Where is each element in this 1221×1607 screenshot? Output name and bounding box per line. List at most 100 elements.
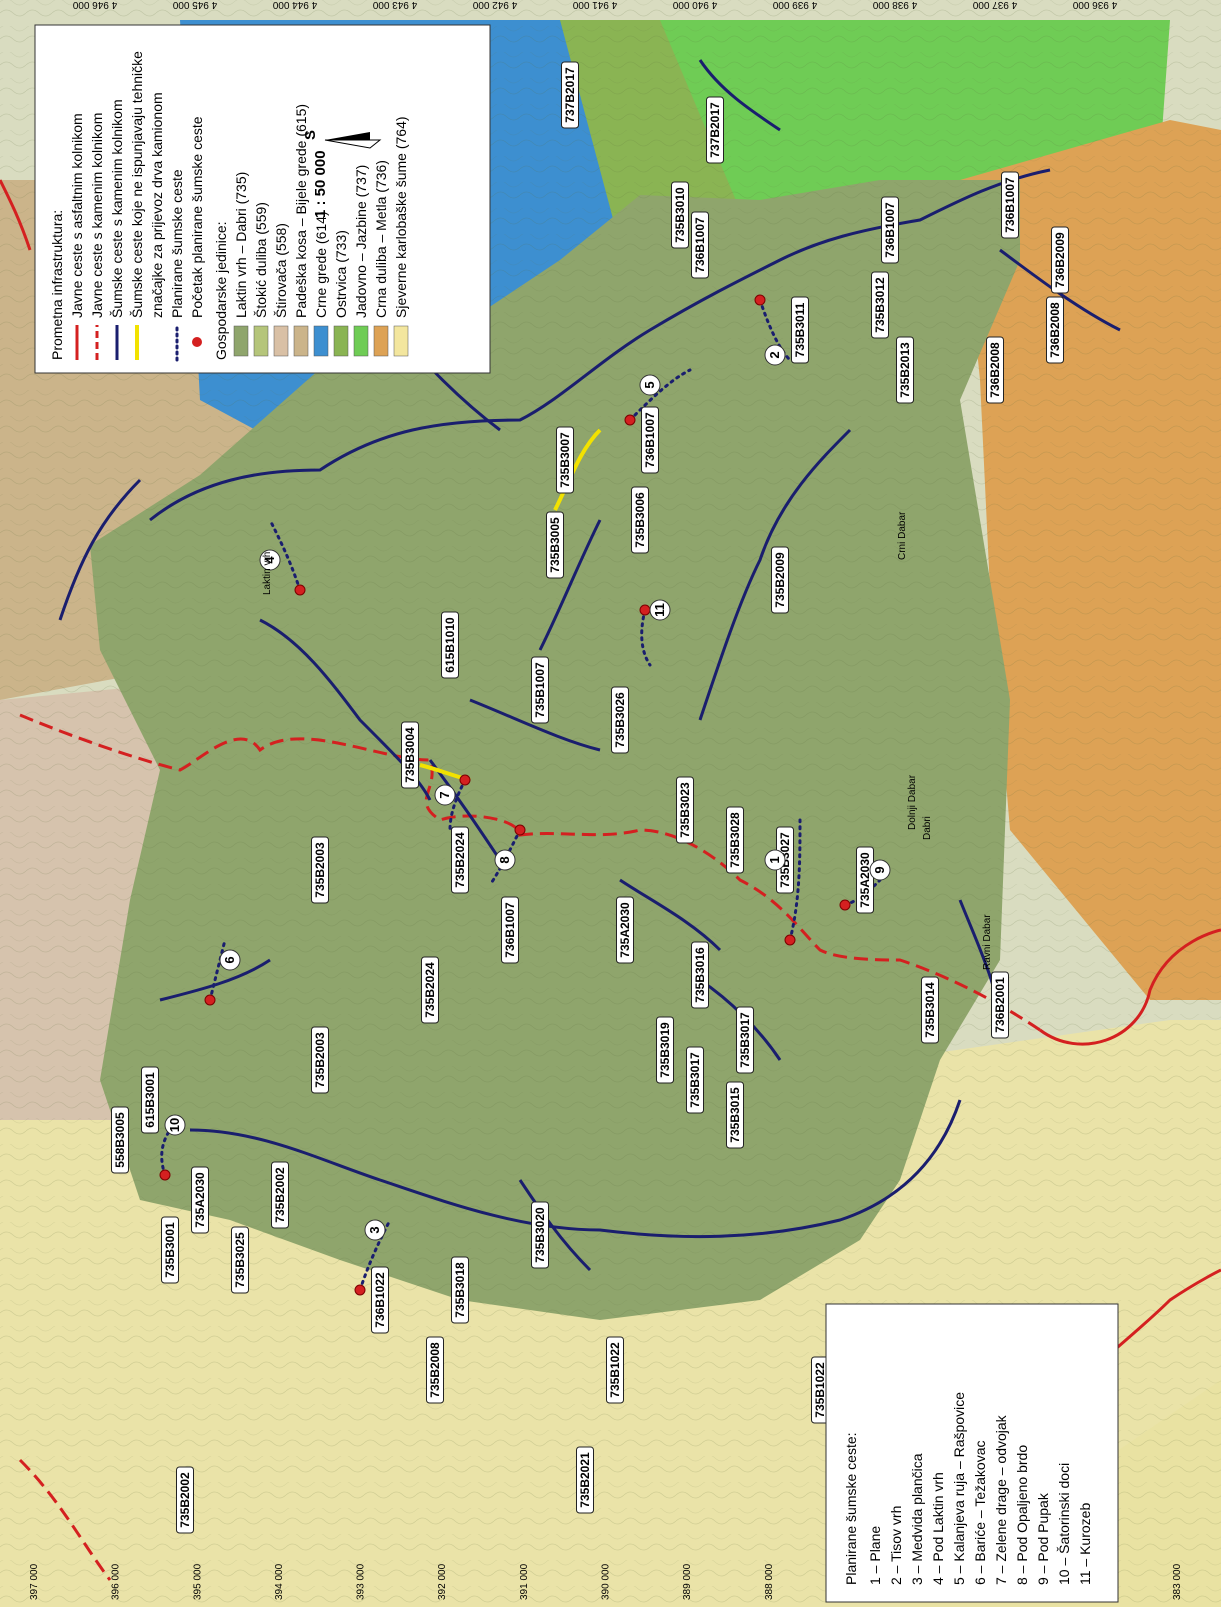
place-name: Crni Dabar [897, 511, 908, 560]
planned-road-2 [758, 298, 792, 362]
road-label-box [111, 1106, 129, 1174]
start-point-3 [354, 1284, 366, 1296]
planned-number-text: 4 [262, 556, 277, 564]
road-label-box [546, 511, 564, 579]
place-name: Dolnji Dabar [907, 774, 918, 830]
road-label-box [726, 1081, 744, 1149]
legend-unit-swatch [233, 325, 249, 357]
road-label: 735B3017 [686, 1046, 704, 1114]
road-label-text: 735B2021 [578, 1452, 592, 1508]
legend-unit-item: Štirovača (558) [273, 223, 289, 357]
forest-road-3017 [619, 878, 722, 952]
legend-unit-label: Padeška kosa – Bijele grede (615) [293, 104, 309, 318]
planned-number-text: 2 [767, 351, 782, 358]
forest-road-2002 [159, 958, 271, 1002]
coord-bottom-label: 383 000 [1172, 1563, 1183, 1600]
road-label: 735B3018 [451, 1256, 469, 1324]
planned-number: 2 [764, 344, 786, 366]
planned-number-badge [259, 549, 281, 571]
road-label-text: 735B2002 [178, 1472, 192, 1528]
road-asphalt-east [1039, 928, 1221, 1046]
planned-roads-title: Planirane šumske ceste: [843, 1432, 859, 1585]
road-label-box [556, 426, 574, 494]
planned-road-item: 6 – Bariće – Težakovac [972, 1441, 988, 1586]
legend-unit-item: Laktin vrh – Dabri (735) [233, 172, 249, 357]
forest-road-2021 [518, 1179, 592, 1272]
road-label: 735B3010 [671, 181, 689, 249]
road-label-box [421, 956, 439, 1024]
legend-unit-swatch [313, 325, 329, 357]
road-label: 735B2002 [271, 1161, 289, 1229]
road-label-box [706, 96, 724, 164]
road-label: 736B1007 [1001, 171, 1019, 239]
planned-road-7 [448, 778, 467, 832]
legend-symbol [192, 337, 202, 347]
planned-number: 7 [434, 784, 456, 806]
place-name: Laktin vrh [262, 552, 273, 595]
road-label-box [871, 271, 889, 339]
legend-unit-label: Crne grede (614) [313, 211, 329, 318]
road-label: 735B3016 [691, 941, 709, 1009]
road-label-text: 736B2008 [988, 342, 1002, 398]
road-label-text: 735B3005 [548, 517, 562, 573]
road-label-text: 736B2009 [1053, 232, 1067, 288]
road-label: 558B3005 [111, 1106, 129, 1174]
start-point-4 [294, 584, 306, 596]
legend-infra-item: Šumske ceste koje ne ispunjavaju tehničk… [129, 51, 165, 360]
road-label-box [191, 1166, 209, 1234]
road-label-box [531, 1201, 549, 1269]
road-label-box [401, 721, 419, 789]
road-label-text: 735B3028 [728, 812, 742, 868]
forest-road-2024 [428, 759, 502, 861]
planned-number-text: 8 [497, 856, 512, 863]
road-label-box [921, 976, 939, 1044]
legend-unit-swatch [353, 325, 369, 357]
road-label-text: 735B2008 [428, 1342, 442, 1398]
legend-infra-label: Šumske ceste koje ne ispunjavaju tehničk… [129, 51, 145, 318]
coord-top-label: 4 936 000 [1072, 0, 1117, 10]
road-label-text: 735B2013 [898, 342, 912, 398]
road-label: 735B2021 [576, 1446, 594, 1514]
road-label-box [426, 1336, 444, 1404]
road-label: 615B3001 [141, 1066, 159, 1134]
road-label-text: 736B1007 [883, 202, 897, 258]
road-label-text: 558B3005 [113, 1112, 127, 1168]
start-point-8 [514, 824, 526, 836]
road-label-text: 735B2009 [773, 552, 787, 608]
planned-number-badge [164, 1114, 186, 1136]
planned-number: 11 [649, 599, 671, 621]
legend-unit-item: Štokić duliba (559) [253, 202, 269, 357]
legend-unit-swatch [393, 325, 409, 357]
road-label-text: 736B1007 [1003, 177, 1017, 233]
road-label: 615B1010 [441, 611, 459, 679]
road-label: 736B2001 [991, 971, 1009, 1039]
road-label-box [726, 806, 744, 874]
road-label-text: 735A2030 [193, 1172, 207, 1228]
planned-road-8 [488, 828, 522, 887]
legend-infra-label: Početak planirane šumske ceste [189, 116, 205, 318]
road-label: 735B3023 [676, 776, 694, 844]
road-label: 735A2030 [856, 846, 874, 914]
legend-unit-label: Sjeverne karlobaške šume (764) [393, 116, 409, 318]
legend-infra-item: Planirane šumske ceste [169, 169, 185, 362]
road-label: 735B2002 [176, 1466, 194, 1534]
road-label: 735B2024 [451, 826, 469, 894]
start-point-6 [204, 994, 216, 1006]
road-label: 736B1007 [881, 196, 899, 264]
legend-infra-item: Javne ceste s kamenim kolnikom [89, 113, 105, 360]
planned-number: 3 [364, 1219, 386, 1241]
road-label: 736B1007 [641, 406, 659, 474]
legend-unit-label: Ostrvica (733) [333, 230, 349, 318]
road-label-text: 735B3004 [403, 727, 417, 783]
road-label-text: 736B2008 [1048, 302, 1062, 358]
road-label-text: 736B1007 [503, 902, 517, 958]
planned-number-badge [639, 374, 661, 396]
road-label-box [451, 826, 469, 894]
yellow-road-735B3007 [553, 428, 602, 511]
forest-road-1007 [149, 168, 1051, 522]
road-label: 736B1022 [371, 1266, 389, 1334]
